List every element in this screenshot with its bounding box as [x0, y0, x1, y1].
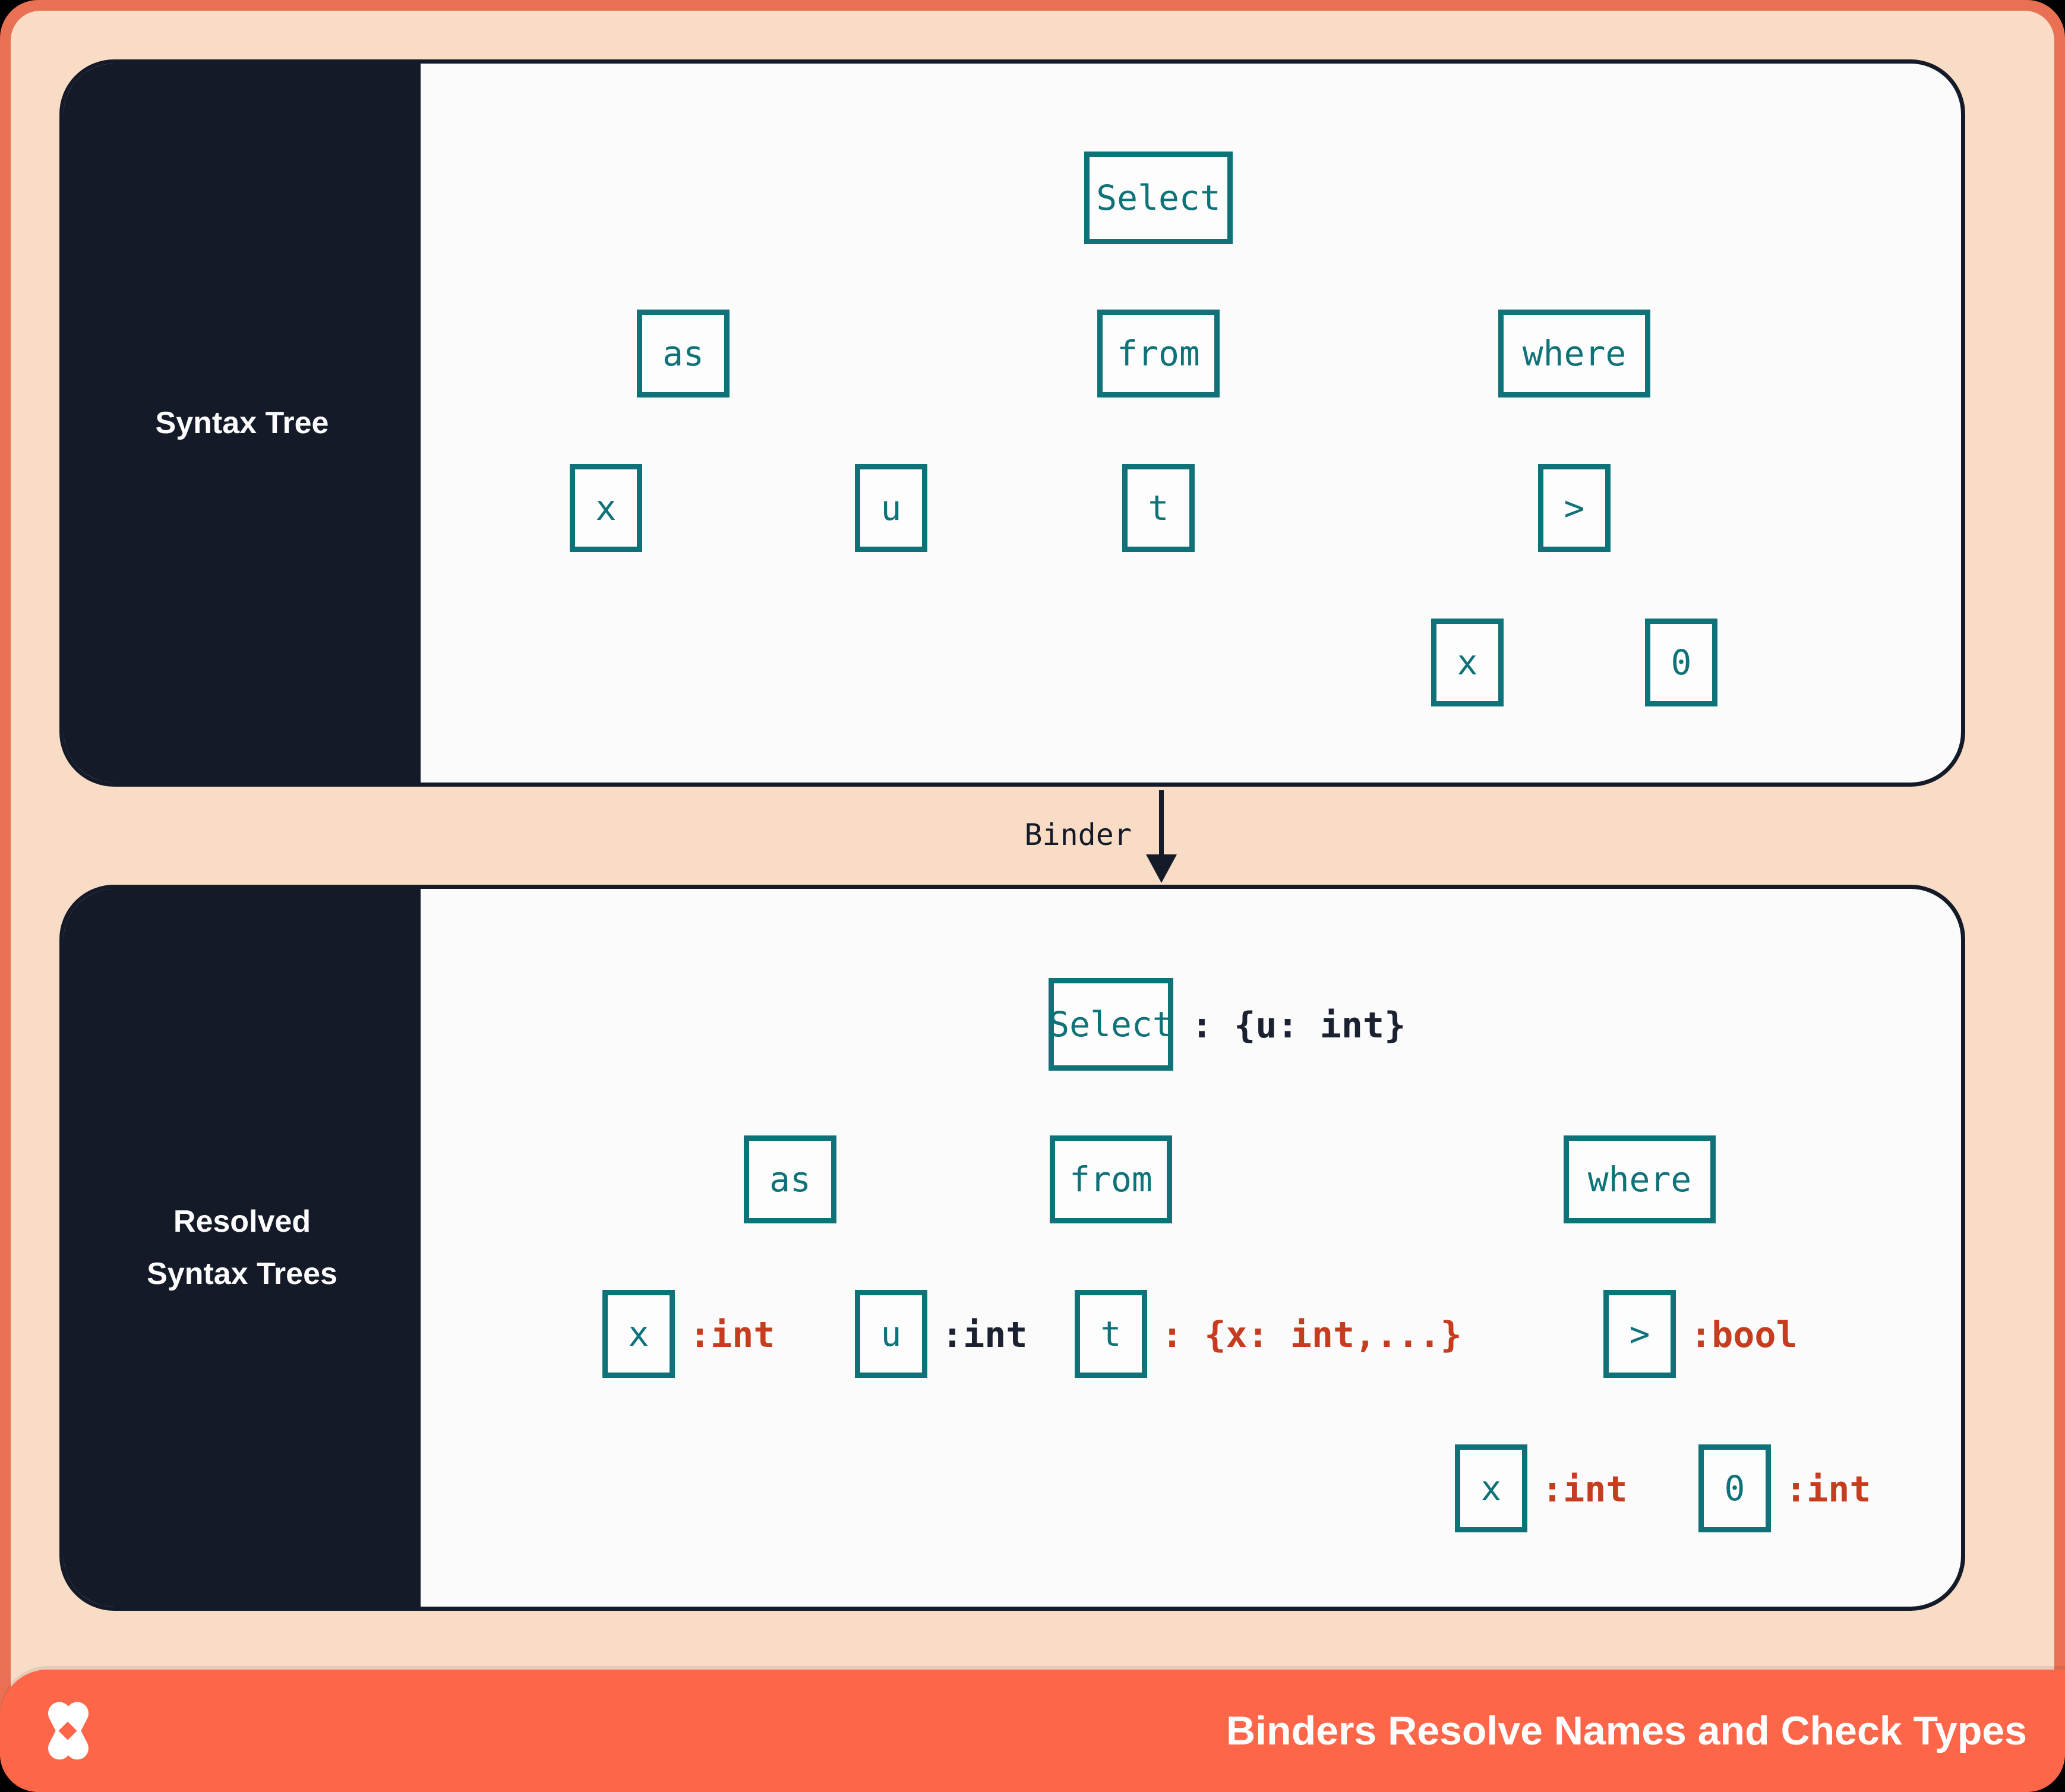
- annotation-gt-type: :bool: [1690, 1314, 1798, 1356]
- resolved-syntax-trees-panel: Resolved Syntax Trees: [59, 885, 1965, 1611]
- tree-node-zero: 0: [1645, 619, 1717, 706]
- tree-node-from: from: [1097, 310, 1220, 397]
- syntax-tree-panel-title: Syntax Tree: [155, 406, 329, 440]
- resolved-syntax-trees-sidebar: Resolved Syntax Trees: [64, 889, 421, 1607]
- resolved-panel-title-line2: Syntax Trees: [147, 1257, 337, 1291]
- annotation-t-type: : {x: int,...}: [1161, 1314, 1462, 1356]
- tree-node-t: t: [1122, 464, 1195, 552]
- resolved-node-x2: x: [1455, 1444, 1527, 1532]
- resolved-panel-title-line1: Resolved: [173, 1204, 311, 1239]
- annotation-zero-type: :int: [1785, 1469, 1871, 1510]
- annotation-x-type: :int: [689, 1314, 775, 1356]
- footer-bar: Binders Resolve Names and Check Types: [0, 1670, 2065, 1792]
- resolved-node-as: as: [744, 1135, 836, 1223]
- resolved-node-select: Select: [1049, 978, 1173, 1071]
- binder-label: Binder: [1024, 818, 1132, 852]
- brand-x-logo-icon: [37, 1698, 99, 1763]
- resolved-node-x: x: [602, 1290, 675, 1378]
- tree-node-x2: x: [1431, 619, 1504, 706]
- resolved-node-where: where: [1564, 1135, 1716, 1223]
- resolved-node-from: from: [1050, 1135, 1172, 1223]
- resolved-node-t: t: [1075, 1290, 1147, 1378]
- annotation-select-type: : {u: int}: [1191, 1005, 1406, 1046]
- syntax-tree-panel: Syntax Tree: [59, 59, 1965, 787]
- footer-title: Binders Resolve Names and Check Types: [1226, 1708, 2027, 1753]
- tree-node-as: as: [637, 310, 730, 397]
- syntax-tree-sidebar: Syntax Tree: [64, 64, 421, 783]
- resolved-node-zero: 0: [1698, 1444, 1771, 1532]
- resolved-node-u: u: [855, 1290, 927, 1378]
- tree-node-select: Select: [1084, 152, 1233, 244]
- resolved-node-greater-than: >: [1603, 1290, 1676, 1378]
- annotation-x2-type: :int: [1542, 1469, 1628, 1510]
- tree-node-where: where: [1498, 310, 1650, 397]
- annotation-u-type: :int: [942, 1314, 1028, 1356]
- tree-node-u: u: [855, 464, 927, 552]
- tree-node-greater-than: >: [1538, 464, 1611, 552]
- tree-node-x: x: [570, 464, 642, 552]
